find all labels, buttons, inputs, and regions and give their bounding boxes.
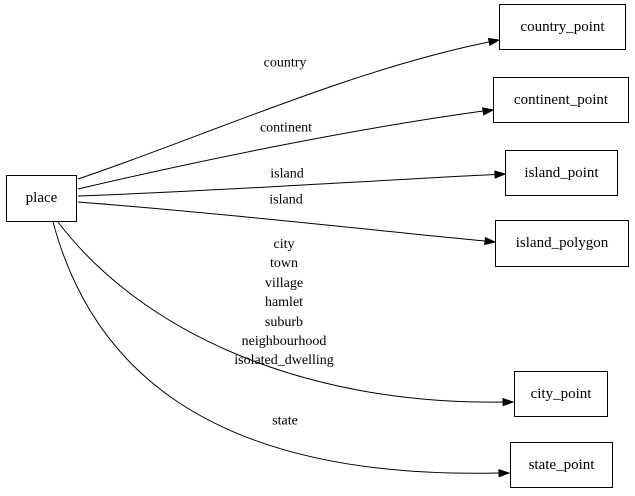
node-city_point-label: city_point (530, 385, 592, 402)
edge-label-state: state (272, 413, 298, 429)
edge-label-country: country (263, 55, 307, 71)
edge-arrowhead-island_point (494, 170, 507, 179)
edge-place-island_point (77, 174, 496, 197)
node-state_point: state_point (510, 442, 613, 488)
edge-arrowhead-state_point (498, 469, 511, 478)
node-city_point: city_point (514, 371, 608, 417)
edge-place-city_point (57, 221, 504, 403)
node-island_polygon: island_polygon (495, 220, 629, 267)
node-place: place (6, 175, 77, 222)
node-island_point: island_point (505, 150, 618, 196)
node-island_polygon-label: island_polygon (515, 235, 609, 251)
edge-place-continent_point (77, 110, 484, 190)
edge-arrowhead-continent_point (482, 107, 495, 116)
node-island_point-label: island_point (524, 164, 599, 181)
edge-arrowhead-island_polygon (484, 236, 497, 246)
node-continent_point: continent_point (493, 77, 629, 123)
node-country_point: country_point (499, 4, 626, 50)
edge-place-island_polygon (77, 201, 486, 242)
node-place-label: place (25, 190, 58, 206)
node-state_point-label: state_point (528, 456, 595, 473)
edge-label-island-point: island (270, 166, 304, 182)
edge-label-continent: continent (259, 120, 313, 136)
edge-arrowhead-country_point (487, 37, 501, 47)
edge-place-country_point (77, 41, 490, 180)
edge-arrowhead-city_point (502, 397, 515, 407)
edge-label-city-group: city town village hamlet suburb neighbou… (234, 237, 334, 369)
edge-label-island-polygon: island (269, 192, 303, 208)
edge-place-state_point (52, 221, 500, 474)
node-country_point-label: country_point (520, 18, 605, 35)
node-continent_point-label: continent_point (513, 91, 609, 108)
